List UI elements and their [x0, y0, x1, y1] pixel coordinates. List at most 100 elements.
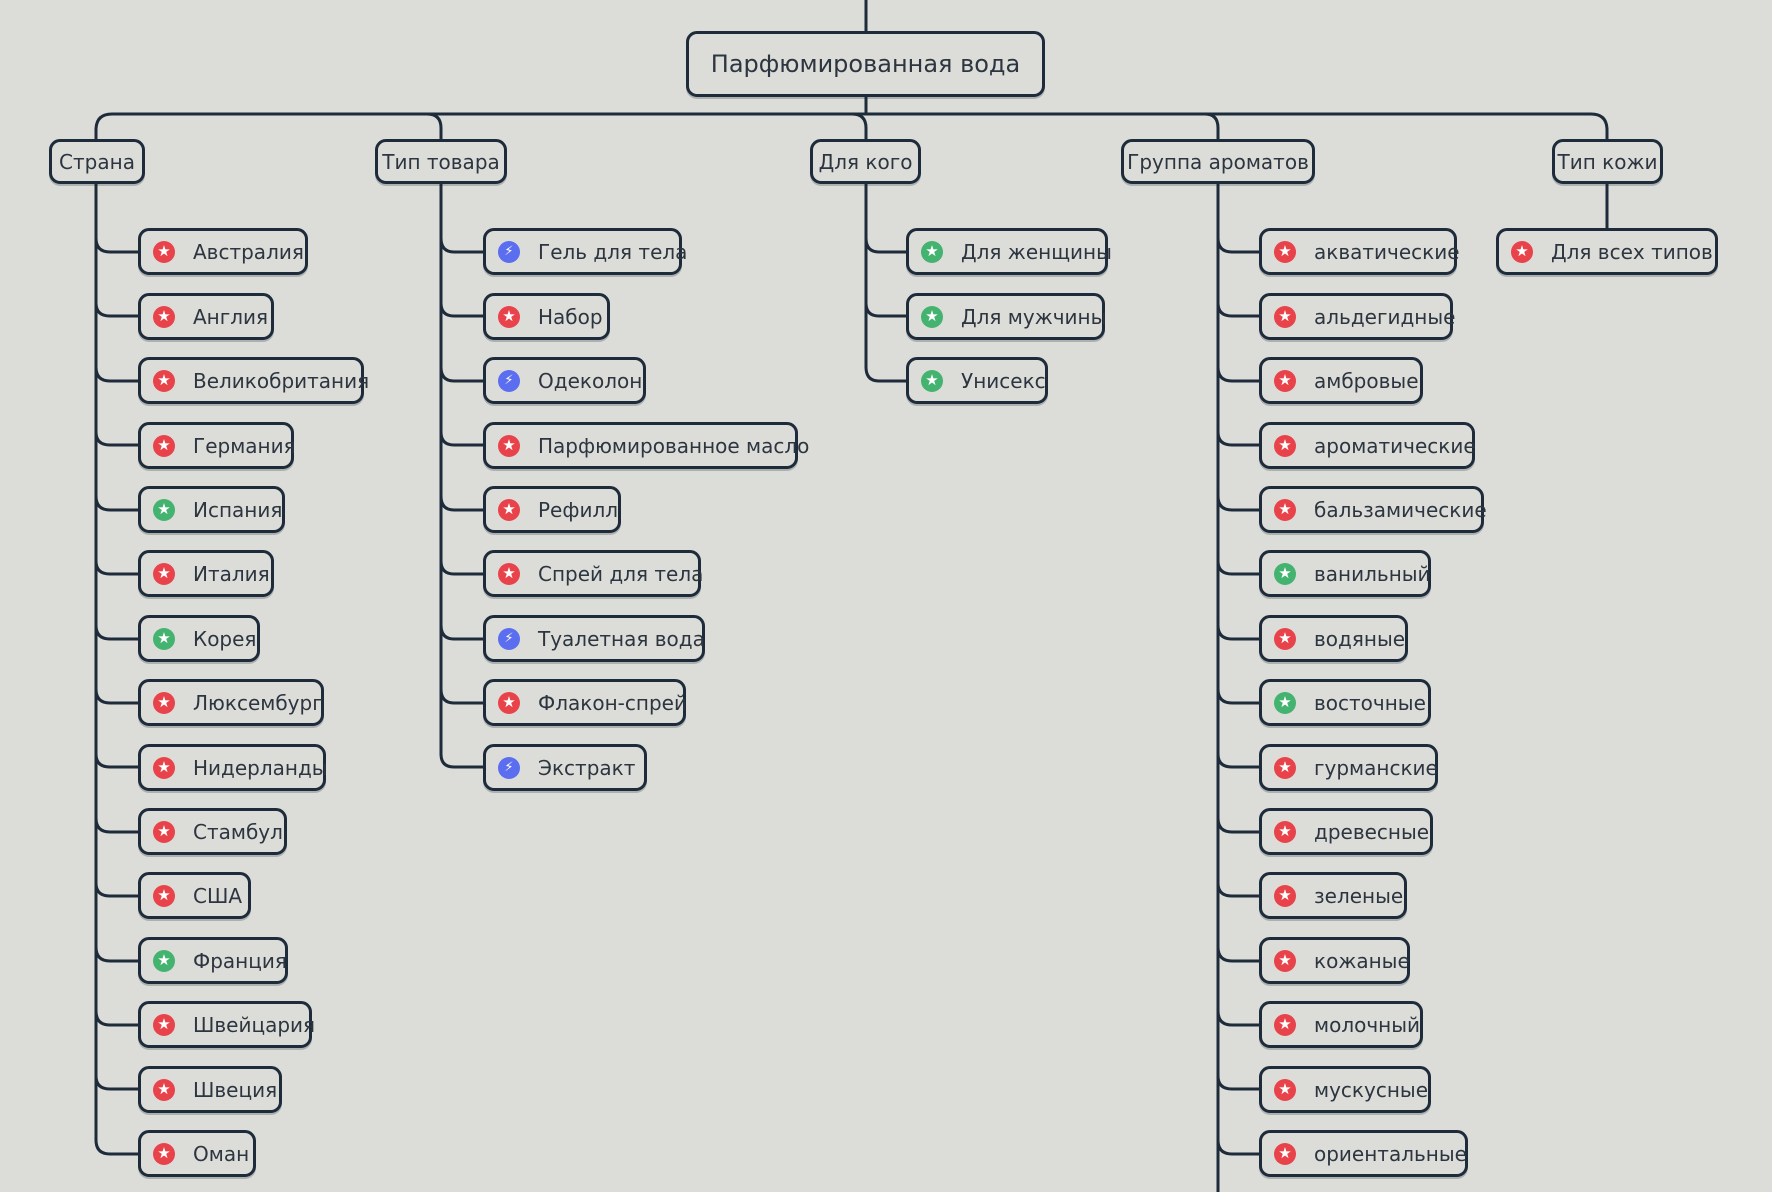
leaf-node-для-мужчины[interactable]: ★ Для мужчины: [906, 293, 1107, 340]
leaf-connector-line: [439, 365, 485, 383]
leaf-connector-line: [1216, 687, 1261, 705]
leaf-connector-line: [864, 365, 908, 383]
leaf-node-флакон-спрей[interactable]: ★ Флакон-спрей: [483, 679, 687, 726]
leaf-label: Нидерланды: [193, 755, 328, 780]
leaf-node-туалетная-вода[interactable]: ⚡Туалетная вода: [483, 615, 705, 662]
leaf-connector-line: [1216, 1138, 1261, 1156]
leaf-node-набор[interactable]: ★Набор: [483, 293, 610, 340]
star-badge-icon: ★: [498, 691, 520, 714]
leaf-node-мускусные[interactable]: ★мускусные: [1259, 1066, 1431, 1113]
star-badge-icon: ★: [1274, 305, 1296, 328]
leaf-label: Люксембург: [193, 690, 323, 715]
star-badge-icon: ★: [921, 369, 943, 392]
leaf-node-зеленые[interactable]: ★зеленые: [1259, 872, 1407, 919]
leaf-connector-line: [439, 494, 485, 512]
leaf-node-испания[interactable]: ★Испания: [138, 486, 285, 533]
category-node-3[interactable]: Для кого: [810, 139, 921, 184]
category-node-4[interactable]: Группа ароматов: [1121, 139, 1315, 184]
leaf-node-корея[interactable]: ★Корея: [138, 615, 260, 662]
leaf-node-кожаные[interactable]: ★кожаные: [1259, 937, 1410, 984]
star-badge-icon: ★: [1274, 691, 1296, 714]
leaf-node-альдегидные[interactable]: ★альдегидные: [1259, 293, 1455, 340]
star-badge-icon: ★: [153, 627, 175, 650]
leaf-node-англия[interactable]: ★ Англия: [138, 293, 274, 340]
star-badge-icon: ★: [1274, 1078, 1296, 1101]
leaf-connector-line: [439, 752, 485, 769]
leaf-node-парфюмированное-масло[interactable]: ★Парфюмированное масло: [483, 422, 809, 469]
leaf-node-италия[interactable]: ★Италия: [138, 550, 274, 597]
star-badge-icon: ★: [921, 305, 943, 328]
star-badge-icon: ★: [1274, 949, 1296, 972]
leaf-node-франция[interactable]: ★Франция: [138, 937, 288, 984]
leaf-node-молочный[interactable]: ★молочный: [1259, 1001, 1423, 1048]
leaf-node-древесные[interactable]: ★древесные: [1259, 808, 1433, 855]
leaf-connector-line: [94, 816, 140, 834]
leaf-connector-line: [864, 301, 908, 318]
leaf-connector-line: [1216, 1074, 1261, 1091]
leaf-label: Для мужчины: [961, 304, 1107, 329]
category-label: Для кого: [818, 149, 913, 174]
star-badge-icon: ★: [153, 884, 175, 907]
leaf-node-бальзамические[interactable]: ★бальзамические: [1259, 486, 1487, 533]
leaf-node-нидерланды[interactable]: ★Нидерланды: [138, 744, 328, 791]
leaf-connector-line: [94, 1138, 140, 1156]
leaf-node-водяные[interactable]: ★водяные: [1259, 615, 1408, 662]
root-node[interactable]: Парфюмированная вода: [686, 31, 1045, 97]
leaf-node-швеция[interactable]: ★Швеция: [138, 1066, 282, 1113]
leaf-label: Флакон-спрей: [538, 690, 687, 715]
leaf-connector-line: [94, 1074, 140, 1091]
leaf-node-сша[interactable]: ★ США: [138, 872, 251, 919]
leaf-node-ароматические[interactable]: ★ароматические: [1259, 422, 1476, 469]
leaf-node-ориентальные[interactable]: ★ориентальные: [1259, 1130, 1468, 1177]
leaf-node-великобритания[interactable]: ★Великобритания: [138, 357, 369, 404]
star-badge-icon: ★: [1274, 1013, 1296, 1036]
category-node-2[interactable]: Тип товара: [375, 139, 507, 184]
root-node-label: Парфюмированная вода: [710, 50, 1021, 78]
star-badge-icon: ★: [1511, 240, 1533, 263]
leaf-label: Испания: [193, 497, 283, 522]
leaf-node-австралия[interactable]: ★Австралия: [138, 228, 308, 275]
leaf-node-германия[interactable]: ★Германия: [138, 422, 296, 469]
leaf-node-спрей-для-тела[interactable]: ★Спрей для тела: [483, 550, 703, 597]
star-badge-icon: ★: [153, 949, 175, 972]
leaf-node-для-всех-типов[interactable]: ★ Для всех типов: [1496, 228, 1718, 275]
leaf-node-экстракт[interactable]: ⚡Экстракт: [483, 744, 647, 791]
leaf-node-акватические[interactable]: ★акватические: [1259, 228, 1460, 275]
leaf-connector-line: [1216, 301, 1261, 318]
star-badge-icon: ★: [1274, 369, 1296, 392]
leaf-label: Англия: [193, 304, 269, 329]
leaf-node-рефилл[interactable]: ★Рефилл: [483, 486, 621, 533]
category-node-1[interactable]: Страна: [49, 139, 145, 184]
category-label: Группа ароматов: [1127, 149, 1309, 174]
leaf-label: ванильный: [1314, 561, 1431, 586]
leaf-node-одеколон[interactable]: ⚡Одеколон: [483, 357, 646, 404]
category-node-5[interactable]: Тип кожи: [1552, 139, 1663, 184]
leaf-label: ароматические: [1314, 433, 1476, 458]
leaf-node-люксембург[interactable]: ★Люксембург: [138, 679, 324, 726]
leaf-node-гурманские[interactable]: ★гурманские: [1259, 744, 1438, 791]
leaf-node-амбровые[interactable]: ★амбровые: [1259, 357, 1423, 404]
leaf-node-для-женщины[interactable]: ★Для женщины: [906, 228, 1112, 275]
leaf-label: Одеколон: [538, 368, 643, 393]
leaf-node-швейцария[interactable]: ★Швейцария: [138, 1001, 315, 1048]
leaf-node-унисекс[interactable]: ★Унисекс: [906, 357, 1048, 404]
lightning-badge-icon: ⚡: [498, 240, 520, 263]
leaf-node-оман[interactable]: ★Оман: [138, 1130, 256, 1177]
leaf-label: водяные: [1314, 626, 1406, 651]
leaf-node-ванильный[interactable]: ★ванильный: [1259, 550, 1431, 597]
leaf-label: Для всех типов: [1551, 239, 1713, 264]
star-badge-icon: ★: [153, 1013, 175, 1036]
leaf-node-стамбул[interactable]: ★Стамбул: [138, 808, 287, 855]
star-badge-icon: ★: [153, 305, 175, 328]
star-badge-icon: ★: [153, 434, 175, 457]
leaf-node-восточные[interactable]: ★восточные: [1259, 679, 1431, 726]
leaf-label: США: [193, 883, 243, 908]
leaf-label: Парфюмированное масло: [538, 433, 810, 458]
leaf-connector-line: [94, 881, 140, 898]
leaf-connector-line: [1216, 1009, 1261, 1027]
star-badge-icon: ★: [498, 305, 520, 328]
leaf-node-гель-для-тела[interactable]: ⚡Гель для тела: [483, 228, 687, 275]
leaf-connector-line: [1216, 365, 1261, 383]
